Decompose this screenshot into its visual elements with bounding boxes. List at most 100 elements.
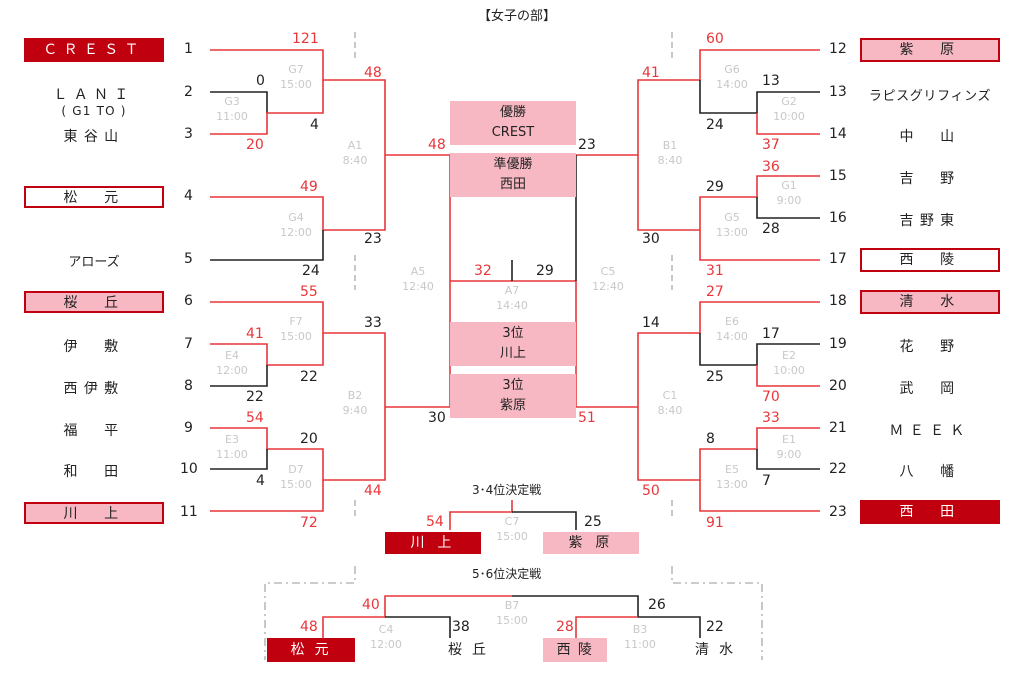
team-no-9: 9: [184, 420, 193, 436]
score-s70: 70: [762, 389, 780, 405]
game-label: E1: [782, 433, 796, 446]
game-time: 8:40: [342, 154, 368, 167]
line-right-21: [637, 407, 820, 481]
score-s8: 8: [706, 431, 715, 447]
game-g3: G3 11:00: [207, 96, 257, 122]
game-label: B7: [504, 599, 520, 612]
game-label: D7: [288, 463, 304, 476]
game-time: 12:00: [370, 638, 402, 651]
team-no-22: 22: [829, 461, 847, 477]
line-left-g3-bot: [210, 80, 324, 135]
team-no-18: 18: [829, 293, 847, 309]
score-s41a: 41: [246, 326, 264, 342]
game-time: 8:40: [657, 154, 683, 167]
score-s72: 72: [300, 515, 318, 531]
game-label: A5: [410, 265, 426, 278]
line-right-15: [637, 155, 820, 231]
score-s48b: 48: [428, 137, 446, 153]
team-no-23: 23: [829, 504, 847, 520]
score-s20b: 20: [300, 431, 318, 447]
line-right-23: [699, 480, 820, 512]
score-s49: 49: [300, 179, 318, 195]
game-time: 11:00: [216, 110, 248, 123]
game-label: C4: [378, 623, 394, 636]
third-box-2: 3位 紫原: [450, 374, 576, 418]
game-time: 14:00: [716, 330, 748, 343]
team-no-19: 19: [829, 336, 847, 352]
third1-title: 3位: [502, 326, 524, 341]
fifth-team-4: 清 水: [695, 642, 736, 658]
team-no-13: 13: [829, 84, 847, 100]
fifth-place-title: 5･6位決定戦: [472, 567, 542, 581]
game-time: 11:00: [624, 638, 656, 651]
game-time: 12:00: [216, 364, 248, 377]
team-2-sub: ( G1 TO ): [61, 104, 127, 118]
line-left-10: [210, 449, 268, 470]
team-no-2: 2: [184, 84, 193, 100]
line-right-16: [756, 197, 820, 219]
team-no-14: 14: [829, 126, 847, 142]
third-place-title: 3･4位決定戦: [472, 483, 542, 497]
game-time: 15:00: [280, 330, 312, 343]
third-place-right: 紫 原: [543, 532, 639, 554]
score-s24b: 24: [706, 117, 724, 133]
team-14: 中 山: [899, 129, 961, 145]
game-label: G7: [288, 63, 304, 76]
score-s54b: 54: [426, 514, 444, 530]
score-s22b: 22: [246, 389, 264, 405]
game-time: 14:00: [716, 78, 748, 91]
team-1: ＣＲＥＳＴ: [24, 38, 164, 62]
champion-box: 優勝 CREST: [450, 101, 576, 145]
team-18: 清 水: [860, 290, 1000, 314]
team-4: 松 元: [24, 186, 164, 208]
score-s29b: 29: [706, 179, 724, 195]
game-time: 13:00: [716, 478, 748, 491]
game-label: G4: [288, 211, 304, 224]
score-s24a: 24: [302, 263, 320, 279]
team-15: 吉 野: [899, 171, 961, 187]
line-left-g3-top: [210, 91, 268, 113]
score-s91: 91: [706, 515, 724, 531]
team-no-11: 11: [180, 504, 198, 520]
team-10: 和 田: [63, 464, 125, 480]
team-21: ＭＥＥＫ: [889, 423, 971, 439]
team-20: 武 岡: [899, 381, 961, 397]
score-s44: 44: [364, 483, 382, 499]
score-s7: 7: [762, 473, 771, 489]
line-56-b: [385, 616, 451, 638]
runnerup-box: 準優勝 西田: [450, 153, 576, 197]
team-5: アローズ: [68, 255, 120, 270]
score-s4: 4: [310, 117, 319, 133]
team-12: 紫 原: [860, 38, 1000, 62]
champion-name: CREST: [491, 125, 535, 140]
score-s37: 37: [762, 137, 780, 153]
team-no-16: 16: [829, 210, 847, 226]
game-label: G3: [224, 95, 240, 108]
score-s33b: 33: [762, 410, 780, 426]
guide-56-left: [264, 566, 356, 660]
line-right-22: [756, 449, 820, 470]
game-time: 9:00: [776, 194, 802, 207]
third2-name: 紫原: [499, 398, 526, 413]
team-no-3: 3: [184, 126, 193, 142]
game-label: C5: [600, 265, 616, 278]
team-22: 八 幡: [899, 464, 961, 480]
team-11: 川 上: [24, 502, 164, 524]
game-label: E6: [725, 315, 739, 328]
team-6: 桜 丘: [24, 291, 164, 313]
game-time: 11:00: [216, 448, 248, 461]
team-no-15: 15: [829, 168, 847, 184]
game-label: A7: [504, 284, 520, 297]
score-s60: 60: [706, 31, 724, 47]
